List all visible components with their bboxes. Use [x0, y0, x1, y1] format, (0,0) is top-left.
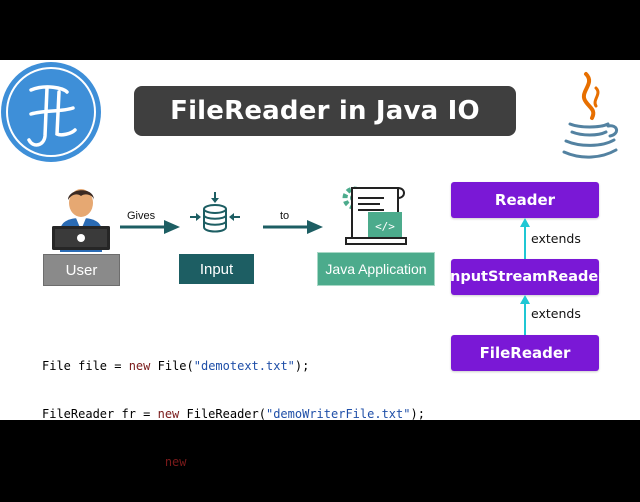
- user-label: User: [43, 254, 120, 286]
- user-icon: [52, 189, 110, 252]
- input-label: Input: [179, 254, 254, 284]
- java-application-icon: </>: [342, 186, 407, 245]
- database-icon: [190, 192, 240, 233]
- java-application-label: Java Application: [317, 252, 435, 286]
- to-label: to: [280, 210, 290, 222]
- class-reader-label: Reader: [494, 191, 556, 209]
- page-title: FileReader in Java IO: [134, 86, 516, 136]
- class-box-reader: Reader: [451, 182, 599, 218]
- arrow-up-icon: [520, 295, 530, 335]
- arrow-up-icon: [520, 218, 530, 259]
- arrow-gives-icon: [120, 220, 180, 234]
- extends-label-2: extends: [531, 306, 581, 321]
- brand-logo: [1, 62, 101, 162]
- java-logo-icon: [562, 72, 618, 159]
- extends-label-1: extends: [531, 231, 581, 246]
- svg-text:</>: </>: [375, 220, 395, 233]
- code-snippet: File file = new File("demotext.txt"); Fi…: [42, 326, 425, 502]
- gives-label: Gives: [127, 210, 156, 222]
- diagram-canvas: FileReader in Java IO User Gives: [0, 60, 640, 469]
- class-box-filereader: FileReader: [451, 335, 599, 371]
- class-box-inputstreamreader: InputStreamReader: [445, 259, 605, 295]
- code-line: File file = new File("demotext.txt");: [42, 359, 310, 373]
- logo-monogram-icon: [6, 67, 96, 157]
- arrow-to-icon: [263, 220, 323, 234]
- code-line: FileReader fr = new FileReader("demoWrit…: [42, 407, 425, 421]
- class-filereader-label: FileReader: [479, 344, 571, 362]
- class-inputstreamreader-label: InputStreamReader: [444, 269, 606, 285]
- code-line: FileReader fr1 = new FileReader(file);: [42, 455, 317, 469]
